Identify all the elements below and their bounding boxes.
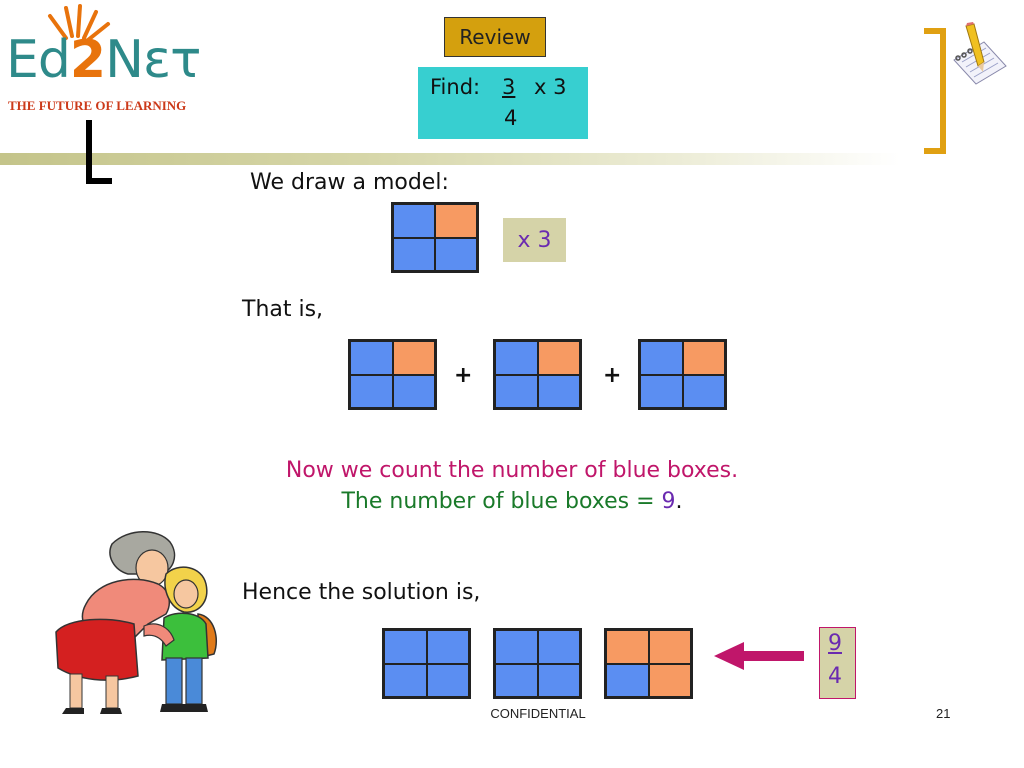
grid-cell-blue (385, 664, 426, 696)
grid-cell-orange (683, 342, 724, 374)
pencil-notepad-icon (953, 22, 1007, 85)
find-label: Find: (430, 75, 481, 99)
grid-cell-orange (607, 631, 648, 663)
grid-cell-blue (385, 631, 426, 663)
grid-cell-orange (649, 664, 690, 696)
expansion-grid-3 (638, 339, 727, 410)
grid-cell-orange (436, 205, 476, 237)
expansion-grid-2 (493, 339, 582, 410)
grid-cell-blue (351, 342, 392, 374)
decorative-l-mark (86, 120, 92, 184)
solution-grid-1 (382, 628, 471, 699)
count-instruction: Now we count the number of blue boxes. (285, 458, 739, 483)
grid-cell-blue (538, 375, 579, 407)
arrow-left-icon (714, 642, 804, 670)
answer-box (819, 627, 856, 699)
sun-rays-icon (48, 4, 110, 42)
multiplier-box: x 3 (503, 218, 566, 262)
grid-cell-blue (496, 342, 537, 374)
grid-cell-blue (538, 664, 579, 696)
solution-intro: Hence the solution is, (242, 580, 481, 605)
decorative-l-mark-foot (86, 178, 112, 184)
model-intro: We draw a model: (250, 170, 449, 195)
review-badge: Review (444, 17, 546, 57)
grid-cell-orange (649, 631, 690, 663)
grid-cell-orange (538, 342, 579, 374)
brand-logo: Ed2Nετ (6, 30, 201, 90)
problem-denominator: 4 (504, 106, 518, 130)
grid-cell-blue (394, 238, 434, 270)
grid-cell-blue (607, 664, 648, 696)
grid-cell-blue (351, 375, 392, 407)
answer-numerator: 9 (828, 631, 842, 656)
brand-tagline: THE FUTURE OF LEARNING (8, 98, 187, 113)
grid-cell-blue (496, 375, 537, 407)
grid-cell-blue (427, 664, 468, 696)
decorative-bracket (924, 28, 946, 154)
header-band (0, 153, 900, 165)
grid-cell-blue (394, 205, 434, 237)
page-number: 21 (936, 706, 951, 721)
grid-cell-blue (393, 375, 434, 407)
grid-cell-blue (496, 664, 537, 696)
grid-cell-blue (641, 342, 682, 374)
grid-cell-blue (641, 375, 682, 407)
grid-cell-blue (436, 238, 476, 270)
expansion-grid-1 (348, 339, 437, 410)
count-result: The number of blue boxes = 9. (341, 489, 683, 514)
footer-confidential: CONFIDENTIAL (490, 706, 586, 721)
grid-cell-orange (393, 342, 434, 374)
plus-sign: + (454, 363, 473, 388)
expansion-intro: That is, (242, 297, 324, 322)
plus-sign: + (603, 363, 622, 388)
teacher-student-clipart (55, 531, 218, 714)
answer-denominator: 4 (828, 664, 842, 689)
problem-box (418, 67, 588, 139)
solution-grid-2 (493, 628, 582, 699)
solution-grid-3 (604, 628, 693, 699)
grid-cell-blue (496, 631, 537, 663)
grid-cell-blue (538, 631, 579, 663)
problem-numerator: 3 (502, 75, 516, 99)
grid-cell-blue (683, 375, 724, 407)
problem-operator: x 3 (534, 75, 567, 99)
grid-cell-blue (427, 631, 468, 663)
model-grid (391, 202, 479, 273)
